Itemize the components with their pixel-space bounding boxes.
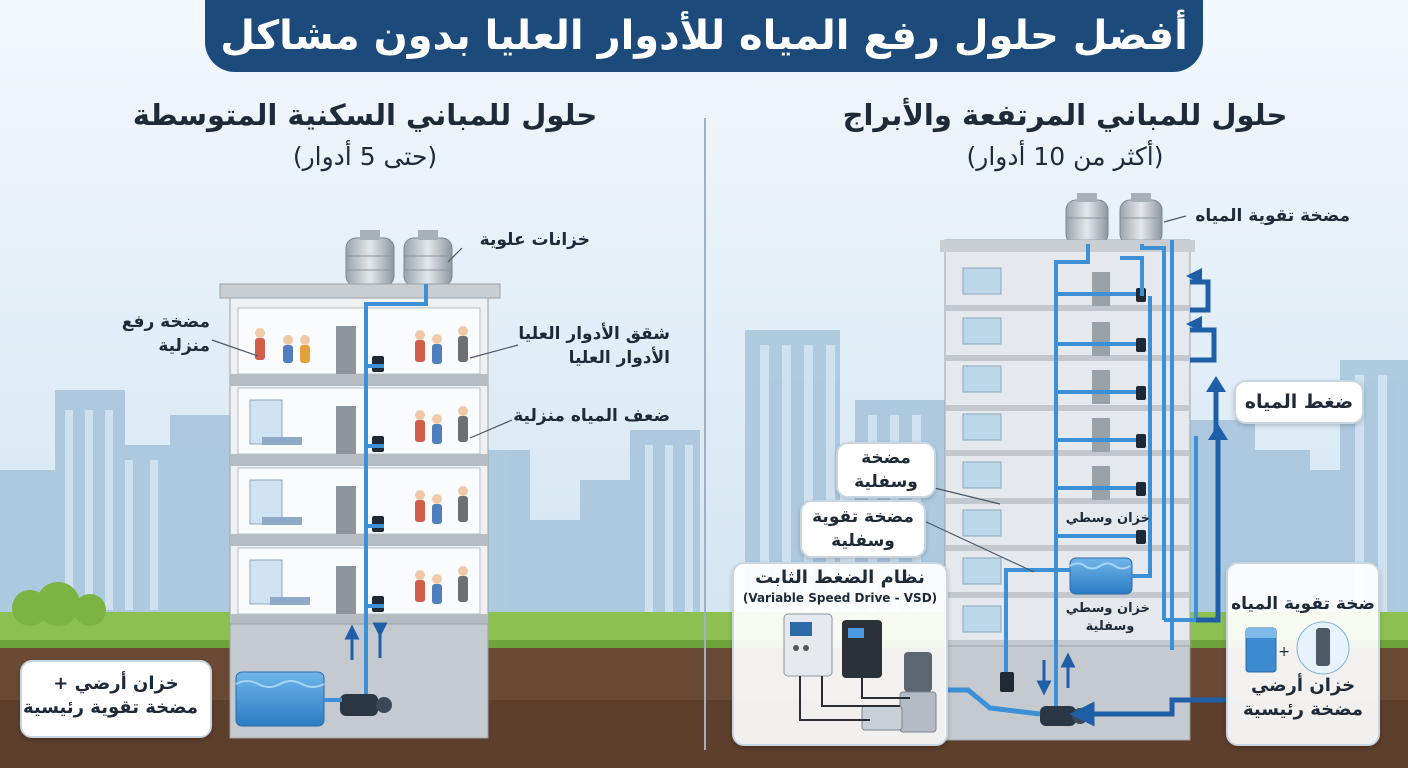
right-ground-box-line1: خزان أرضي xyxy=(1250,675,1356,696)
right-ground-box-title: ضخة تقوية المياه xyxy=(1231,594,1375,614)
booster-lower-box: مضخة تقوية وسفلية xyxy=(800,500,926,558)
right-building xyxy=(917,193,1236,741)
label-booster-pump: مضخة تقوية المياه xyxy=(1195,206,1350,226)
right-section-subtitle: (أكثر من 10 أدوار) xyxy=(966,142,1164,171)
section-divider xyxy=(704,118,706,750)
left-building xyxy=(211,230,519,739)
left-ground-box-line2: مضخة تقوية رئيسية xyxy=(22,697,198,718)
left-ground-box-line1: خزان أرضي + xyxy=(53,673,179,694)
right-floor-slabs xyxy=(945,305,1190,646)
left-main-pump xyxy=(340,694,392,716)
label-upper-apartments-line1: شقق الأدوار العليا xyxy=(518,324,670,344)
vsd-system-box: نظام الضغط الثابت (Variable Speed Drive … xyxy=(732,562,948,746)
left-skyline-windows xyxy=(65,410,693,615)
right-doors xyxy=(1092,272,1110,500)
label-home-pump-line2: منزلية xyxy=(158,336,210,356)
vsd-title: نظام الضغط الثابت xyxy=(755,567,925,588)
residents xyxy=(255,336,468,604)
lower-pump-box: مضخة وسفلية xyxy=(836,442,936,498)
left-ground-tank-box: خزان أرضي + مضخة تقوية رئيسية xyxy=(20,660,212,738)
title-banner: أفضل حلول رفع المياه للأدوار العليا بدون… xyxy=(205,0,1203,72)
right-ground-box-line2: مضخة رئيسية xyxy=(1242,699,1364,720)
label-middle-lower-line1: خزان وسطي xyxy=(1065,601,1150,616)
label-water-pressure: ضغط المياه xyxy=(1244,391,1354,413)
label-booster-lower-line1: مضخة تقوية xyxy=(812,507,914,527)
label-booster-lower-line2: وسفلية xyxy=(831,531,895,551)
label-home-pump-line1: مضخة رفع xyxy=(121,312,210,332)
left-section-subtitle: (حتى 5 أدوار) xyxy=(292,142,438,171)
water-pressure-box: ضغط المياه xyxy=(1234,380,1364,424)
main-title: أفضل حلول رفع المياه للأدوار العليا بدون… xyxy=(220,13,1188,59)
label-upper-apartments-line2: الأدوار العليا xyxy=(568,348,670,368)
right-main-pump xyxy=(1040,706,1088,726)
label-weak-pressure: ضعف المياه منزلية xyxy=(513,406,670,426)
label-roof-tanks: خزانات علوية xyxy=(479,230,590,250)
bushes xyxy=(12,582,106,626)
label-middle-lower-line2: وسفلية xyxy=(1085,619,1135,634)
label-middle-tank: خزان وسطي xyxy=(1065,511,1150,526)
label-lower-pump-line1: مضخة xyxy=(861,448,911,468)
vsd-subtitle: (Variable Speed Drive - VSD) xyxy=(742,591,938,605)
left-section-title: حلول للمباني السكنية المتوسطة xyxy=(132,98,598,132)
right-windows xyxy=(962,267,1002,633)
right-section-title: حلول للمباني المرتفعة والأبراج xyxy=(842,98,1288,132)
right-ground-tank-box: ضخة تقوية المياه خزان أرضي مضخة رئيسية xyxy=(1226,562,1380,746)
label-lower-pump-line2: وسفلية xyxy=(854,472,918,492)
